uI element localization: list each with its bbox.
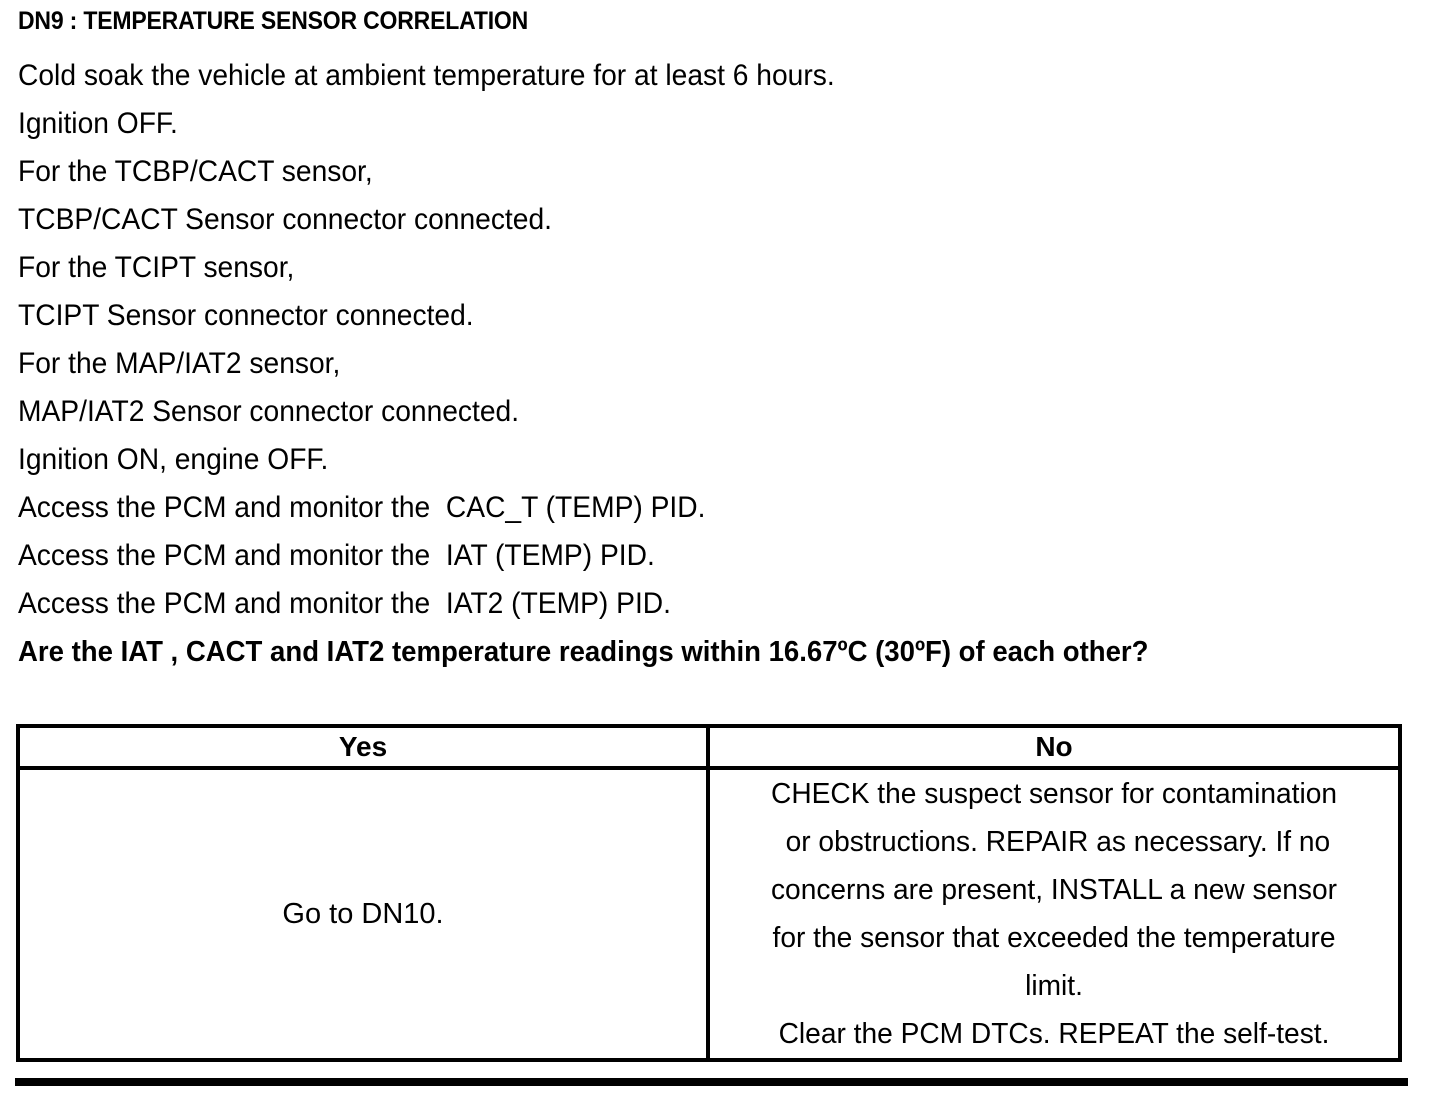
- no-action-line: CHECK the suspect sensor for contaminati…: [771, 778, 1337, 810]
- procedure-step: Cold soak the vehicle at ambient tempera…: [18, 59, 835, 92]
- no-action-line: limit.: [1025, 970, 1083, 1002]
- column-header-yes: Yes: [16, 724, 710, 770]
- table-header-row: Yes No: [16, 724, 1402, 770]
- no-action-line: concerns are present, INSTALL a new sens…: [770, 874, 1337, 906]
- procedure-step: TCIPT Sensor connector connected.: [18, 299, 474, 332]
- no-action-line: for the sensor that exceeded the tempera…: [772, 922, 1336, 954]
- procedure-step: Ignition ON, engine OFF.: [18, 443, 329, 476]
- decision-table: Yes No Go to DN10. CHECK the suspect sen…: [16, 724, 1402, 1062]
- yes-action-cell: Go to DN10.: [16, 766, 710, 1062]
- procedure-step: Access the PCM and monitor the IAT (TEMP…: [18, 539, 655, 572]
- table-row: Go to DN10. CHECK the suspect sensor for…: [16, 766, 1402, 1062]
- no-action-line: Clear the PCM DTCs. REPEAT the self-test…: [778, 1018, 1330, 1050]
- procedure-step: For the MAP/IAT2 sensor,: [18, 347, 341, 380]
- page-title: DN9 : TEMPERATURE SENSOR CORRELATION: [18, 7, 529, 35]
- section-divider-rule: [15, 1078, 1408, 1086]
- column-header-no: No: [706, 724, 1402, 770]
- procedure-step: MAP/IAT2 Sensor connector connected.: [18, 395, 520, 428]
- procedure-step: For the TCIPT sensor,: [18, 251, 295, 284]
- yes-action-line: Go to DN10.: [282, 898, 444, 930]
- procedure-step: Access the PCM and monitor the IAT2 (TEM…: [18, 587, 671, 620]
- procedure-question: Are the IAT , CACT and IAT2 temperature …: [18, 636, 1149, 668]
- procedure-step: TCBP/CACT Sensor connector connected.: [18, 203, 552, 236]
- procedure-step: Access the PCM and monitor the CAC_T (TE…: [18, 491, 706, 524]
- no-action-line: or obstructions. REPAIR as necessary. If…: [777, 826, 1331, 858]
- procedure-step: For the TCBP/CACT sensor,: [18, 155, 373, 188]
- procedure-step: Ignition OFF.: [18, 107, 178, 140]
- no-action-cell: CHECK the suspect sensor for contaminati…: [706, 766, 1402, 1062]
- procedure-step-list: Cold soak the vehicle at ambient tempera…: [18, 52, 1418, 676]
